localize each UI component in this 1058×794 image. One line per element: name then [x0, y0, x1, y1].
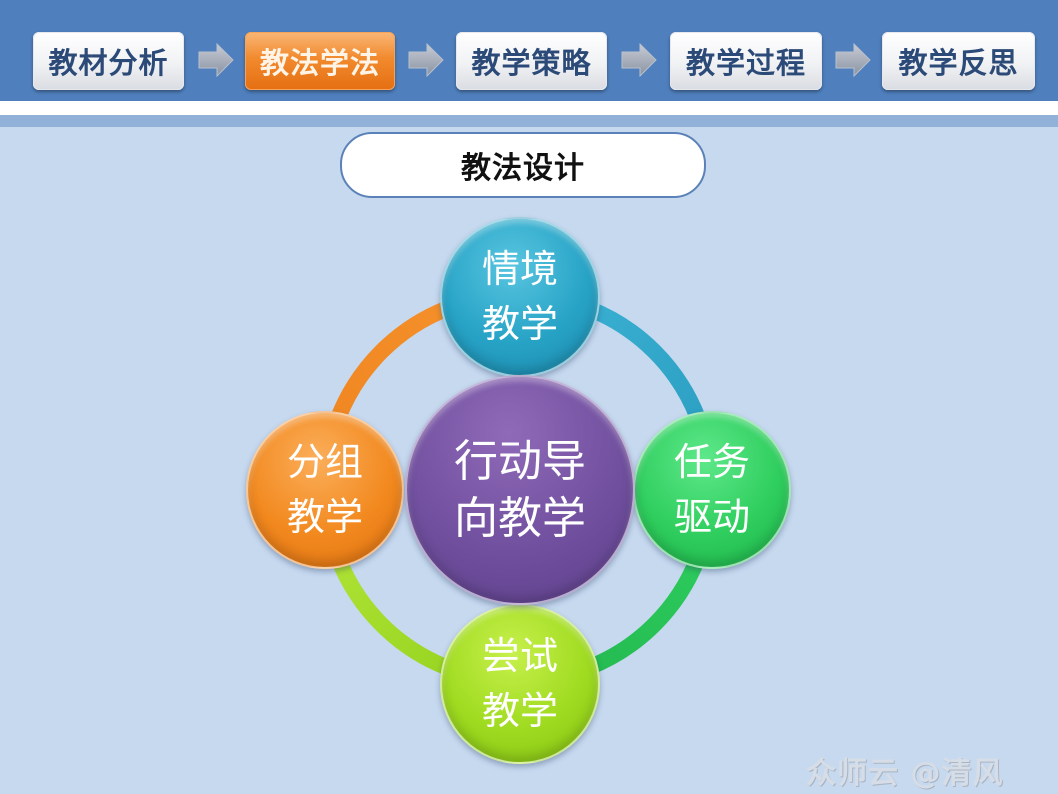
- center-label-line1: 行动导: [454, 435, 586, 487]
- node-label-line2: 教学: [481, 302, 558, 346]
- section-title: 教法设计: [340, 132, 706, 198]
- node-trial-teaching[interactable]: 尝试 教学: [440, 604, 600, 764]
- node-label-line2: 教学: [286, 495, 363, 539]
- nav-step-textbook-analysis[interactable]: 教材分析: [33, 32, 184, 90]
- node-task-driven[interactable]: 任务 驱动: [633, 411, 791, 569]
- right-arrow-icon: [835, 43, 871, 77]
- header-divider-blue: [0, 115, 1058, 127]
- right-arrow-icon: [621, 43, 657, 77]
- node-action-oriented-teaching[interactable]: 行动导 向教学: [405, 375, 635, 605]
- node-label-line2: 驱动: [673, 495, 750, 539]
- node-situational-teaching[interactable]: 情境 教学: [440, 217, 600, 377]
- node-label-line2: 教学: [481, 689, 558, 733]
- nav-step-teaching-strategy[interactable]: 教学策略: [456, 32, 607, 90]
- node-label-line1: 任务: [673, 439, 750, 484]
- watermark: 众师云 @清风: [806, 756, 1004, 791]
- node-label-line1: 尝试: [481, 633, 558, 678]
- center-label-line2: 向教学: [454, 493, 586, 544]
- node-group-teaching[interactable]: 分组 教学: [246, 411, 404, 569]
- nav-step-teaching-methods[interactable]: 教法学法: [245, 32, 395, 90]
- nav-step-teaching-process[interactable]: 教学过程: [670, 32, 822, 90]
- node-label-line1: 分组: [286, 439, 363, 484]
- right-arrow-icon: [198, 43, 234, 77]
- header-divider-white: [0, 101, 1058, 115]
- node-label-line1: 情境: [481, 246, 558, 291]
- right-arrow-icon: [408, 43, 444, 77]
- nav-step-teaching-reflection[interactable]: 教学反思: [882, 32, 1035, 90]
